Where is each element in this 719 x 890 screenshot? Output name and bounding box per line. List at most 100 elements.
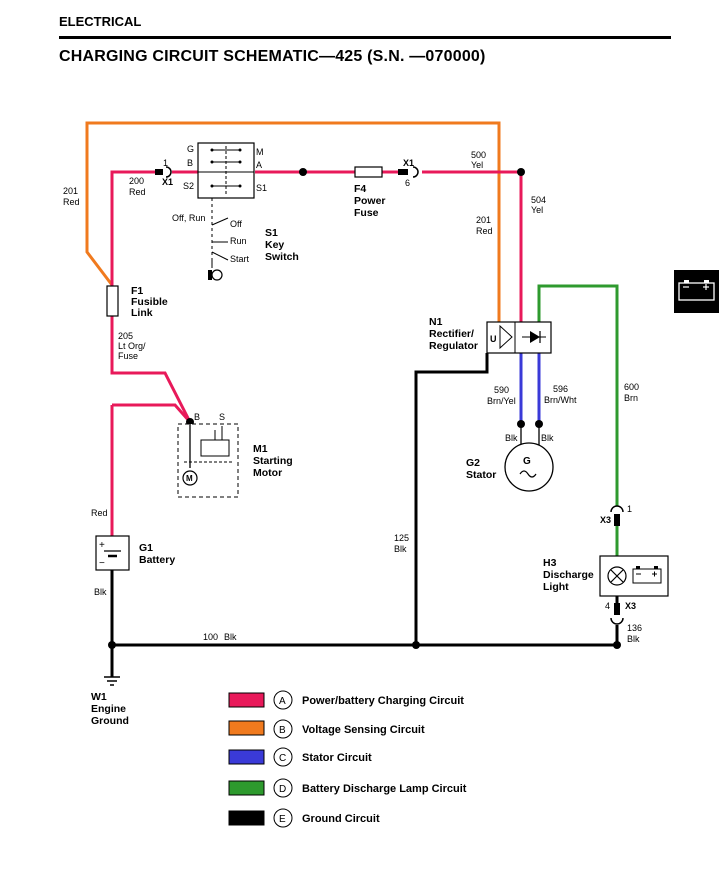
legend-label-d: Battery Discharge Lamp Circuit (302, 783, 467, 795)
wire-201b-color: Red (476, 226, 493, 236)
x3-top-pin: 1 (627, 504, 632, 514)
s1-pos-offrun: Off, Run (172, 213, 205, 223)
section-tab[interactable] (674, 270, 719, 313)
legend-item-b: B Voltage Sensing Circuit (228, 719, 425, 739)
g1-line1: Battery (139, 554, 175, 566)
wire-590-color: Brn/Yel (487, 396, 516, 406)
wire-136-num: 136 (627, 623, 642, 633)
wire-500-color: Yel (471, 160, 483, 170)
h3-line1: Discharge (543, 569, 594, 581)
wire-125-num: 125 (394, 533, 409, 543)
stator-blk2: Blk (541, 433, 554, 443)
x3-bot-label: X3 (625, 601, 636, 611)
header-rule (59, 36, 671, 39)
stator: G G2 Stator (466, 424, 554, 492)
f4-line2: Fuse (354, 207, 379, 219)
f4-line1: Power (354, 195, 386, 207)
wire-power (110, 170, 523, 536)
legend-label-a: Power/battery Charging Circuit (302, 695, 464, 707)
n1-id: N1 (429, 316, 443, 328)
wire-blk-batt: Blk (94, 587, 107, 597)
s1-line2: Switch (265, 251, 299, 263)
m1-id: M1 (253, 443, 268, 455)
s1-id: S1 (265, 227, 278, 239)
battery-icon (678, 280, 715, 301)
engine-ground: W1 Engine Ground (91, 676, 129, 727)
w1-line2: Ground (91, 715, 129, 727)
connector-x1-left: 1 X1 (155, 158, 173, 187)
legend-label-c: Stator Circuit (302, 752, 372, 764)
s1-pin-a: A (256, 160, 262, 170)
n1-symbol: U (490, 334, 497, 344)
motor-icon (182, 470, 198, 486)
wire-100-color: Blk (224, 632, 237, 642)
battery: + − G1 Battery (95, 535, 175, 571)
wire-136-color: Blk (627, 634, 640, 644)
wire-504-num: 504 (531, 195, 546, 205)
battery-icon (632, 566, 662, 584)
legend-letter-e: E (279, 814, 286, 825)
wire-590-num: 590 (494, 385, 509, 395)
m1-pin-s: S (219, 412, 225, 422)
wire-ground (110, 353, 619, 677)
connector-x1-right: X1 6 (398, 158, 419, 188)
wire-red-batt: Red (91, 508, 108, 518)
legend-item-a: A Power/battery Charging Circuit (228, 690, 464, 710)
s1-pin-b: B (187, 158, 193, 168)
legend-letter-d: D (279, 784, 286, 795)
s1-pos-off: Off (230, 219, 242, 229)
wire-205-num: 205 (118, 331, 133, 341)
legend-item-d: D Battery Discharge Lamp Circuit (228, 778, 467, 798)
x1-right-label: X1 (403, 158, 414, 168)
legend-label-b: Voltage Sensing Circuit (302, 724, 425, 736)
wire-500-num: 500 (471, 150, 486, 160)
s1-pin-s1: S1 (256, 183, 267, 193)
wire-201-color: Red (63, 197, 80, 207)
g1-id: G1 (139, 542, 153, 554)
f1-id: F1 (131, 285, 143, 297)
wire-596-num: 596 (553, 384, 568, 394)
stator-g-letter: G (523, 456, 531, 467)
legend-item-c: C Stator Circuit (228, 747, 372, 767)
x3-top-label: X3 (600, 515, 611, 525)
s1-pos-run: Run (230, 236, 247, 246)
g2-id: G2 (466, 457, 480, 469)
g2-line1: Stator (466, 469, 496, 481)
s1-pos-start: Start (230, 254, 250, 264)
f4-id: F4 (354, 183, 366, 195)
x1-left-pin: 1 (163, 158, 168, 168)
wire-596-color: Brn/Wht (544, 395, 577, 405)
s1-pin-g: G (187, 144, 194, 154)
wire-200-color: Red (129, 187, 146, 197)
legend-letter-a: A (279, 696, 286, 707)
x1-right-pin: 6 (405, 178, 410, 188)
wire-600-num: 600 (624, 382, 639, 392)
wire-201-sensing (85, 121, 501, 322)
page-title: CHARGING CIRCUIT SCHEMATIC—425 (S.N. —07… (59, 48, 486, 65)
s1-pin-s2: S2 (183, 181, 194, 191)
wire-discharge (537, 284, 619, 556)
legend-item-e: E Ground Circuit (228, 808, 380, 828)
battery-minus: − (99, 558, 105, 569)
m1-pin-b: B (194, 412, 200, 422)
legend: A Power/battery Charging Circuit B Volta… (228, 690, 467, 828)
rectifier-regulator: U N1 Rectifier/ Regulator (429, 316, 552, 354)
power-fuse: F4 Power Fuse (354, 166, 386, 219)
legend-label-e: Ground Circuit (302, 813, 380, 825)
f1-line2: Link (131, 307, 153, 319)
wire-201b-num: 201 (476, 215, 491, 225)
x3-bot-pin: 4 (605, 601, 610, 611)
stator-blk1: Blk (505, 433, 518, 443)
connector-x3-top: X3 1 (600, 504, 632, 526)
wire-205-color1: Lt Org/ (118, 341, 146, 351)
w1-line1: Engine (91, 703, 126, 715)
n1-line2: Regulator (429, 340, 478, 352)
m1-symbol: M (186, 474, 193, 483)
h3-line2: Light (543, 581, 569, 593)
legend-letter-c: C (279, 753, 286, 764)
f1-line1: Fusible (131, 296, 168, 308)
section-title: ELECTRICAL (59, 14, 142, 29)
m1-line2: Motor (253, 467, 282, 479)
wire-600-color: Brn (624, 393, 638, 403)
